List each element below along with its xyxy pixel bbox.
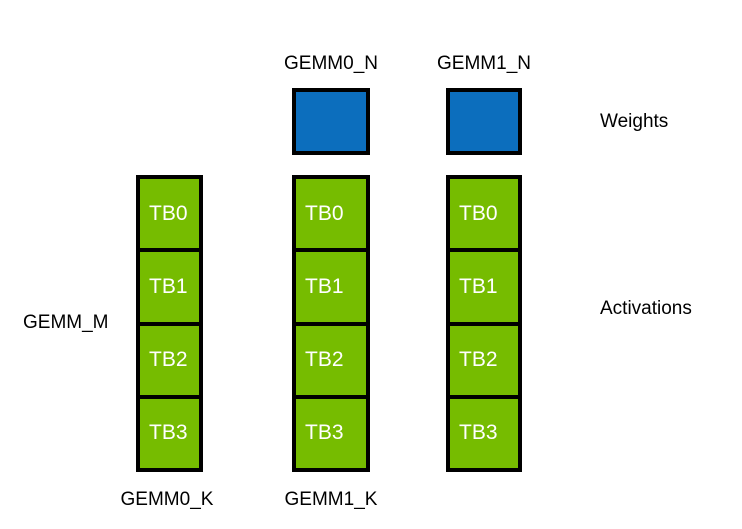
activation-cell-label: TB1 [149,274,188,298]
activation-cell-label: TB1 [459,274,498,298]
activation-cell: TB1 [296,252,366,326]
gemm1-k-axis-label: GEMM1_K [284,489,378,510]
activation-cell-label: TB0 [305,201,344,225]
activation-cell-label: TB2 [305,348,344,372]
gemm1-n-label-line1: GEMM1_N [437,53,531,74]
gemm0-weights-block [292,88,370,155]
gemm0-n-label-line1: GEMM0_N [284,53,378,74]
activation-cell: TB1 [450,252,518,326]
activation-cell-label: TB3 [305,421,344,445]
activation-cell: TB0 [140,179,199,253]
activation-cell: TB3 [140,398,199,468]
activation-cell: TB2 [140,325,199,399]
gemm-m-axis-label: GEMM_M [23,312,109,333]
activation-cell-label: TB1 [305,274,344,298]
activation-cell: TB0 [296,179,366,253]
activation-cell-label: TB2 [459,348,498,372]
activation-cell: TB2 [450,325,518,399]
activation-cell-label: TB0 [149,201,188,225]
activation-cell: TB3 [450,398,518,468]
weights-row-label: Weights [600,111,669,132]
activation-cell-label: TB3 [149,421,188,445]
activations-row-label: Activations [600,298,692,319]
activation-cell-label: TB2 [149,348,188,372]
activation-cell: TB2 [296,325,366,399]
activation-cell: TB3 [296,398,366,468]
activation-cell: TB0 [450,179,518,253]
gemm1-weights-block [446,88,522,155]
activation-cell-label: TB3 [459,421,498,445]
gemm0-k-axis-label: GEMM0_K [120,489,214,510]
gemm0-activation-column: TB0 TB1 TB2 TB3 [292,175,370,472]
activation-cell-label: TB0 [459,201,498,225]
gemm-m-activation-column: TB0 TB1 TB2 TB3 [136,175,203,472]
gemm1-activation-column: TB0 TB1 TB2 TB3 [446,175,522,472]
activation-cell: TB1 [140,252,199,326]
